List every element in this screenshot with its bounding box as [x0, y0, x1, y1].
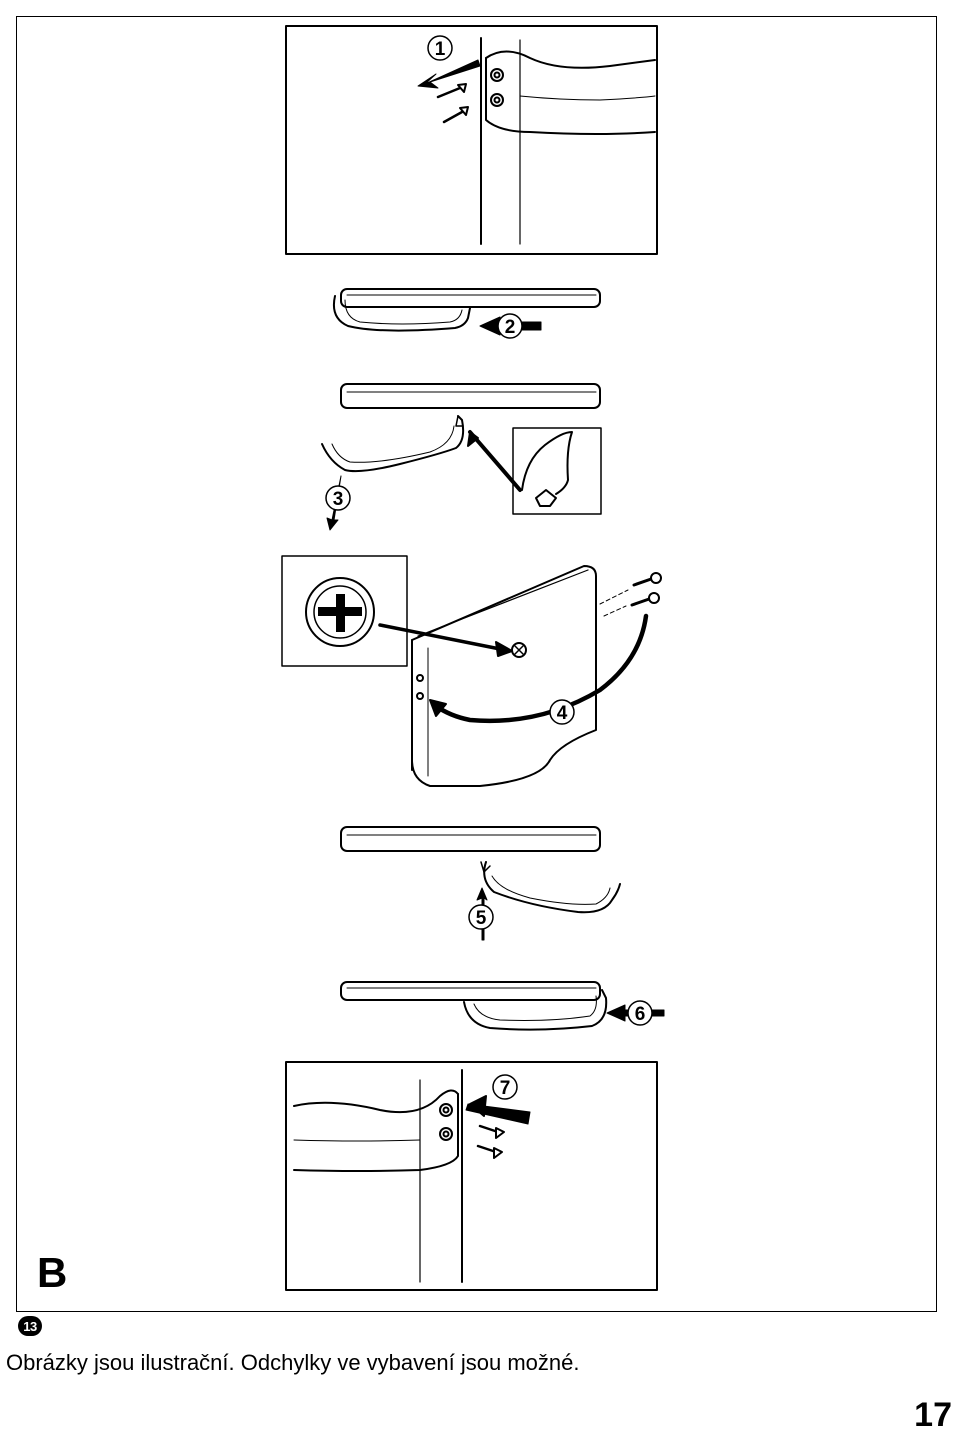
step-3: 3	[321, 383, 602, 531]
step-7-panel: 7	[285, 1061, 658, 1291]
step-5: 5	[340, 826, 621, 941]
step-number-2: 2	[505, 317, 516, 338]
section-letter: B	[37, 1249, 68, 1296]
step-number-1: 1	[435, 39, 446, 60]
caption: Obrázky jsou ilustrační. Odchylky ve vyb…	[6, 1350, 580, 1375]
step-number-6: 6	[635, 1004, 646, 1025]
step-number-4: 4	[557, 703, 568, 724]
screw-icon	[478, 1124, 505, 1139]
step-number-5: 5	[476, 908, 487, 929]
screw-icon	[476, 1144, 503, 1159]
step-1-panel: 1	[285, 25, 658, 255]
screw-icon	[436, 83, 467, 99]
step-number-3: 3	[333, 489, 344, 510]
step-number-7: 7	[500, 1078, 511, 1099]
figure-number-badge: 13	[18, 1316, 42, 1336]
page-number: 17	[914, 1396, 952, 1434]
step-2: 2	[332, 288, 601, 339]
screw-icon	[632, 572, 662, 587]
step-6: 6	[340, 981, 665, 1031]
step-4: 4	[281, 555, 662, 787]
illustration-frame	[16, 16, 937, 1312]
screw-icon	[630, 592, 660, 607]
screw-icon	[442, 106, 469, 124]
